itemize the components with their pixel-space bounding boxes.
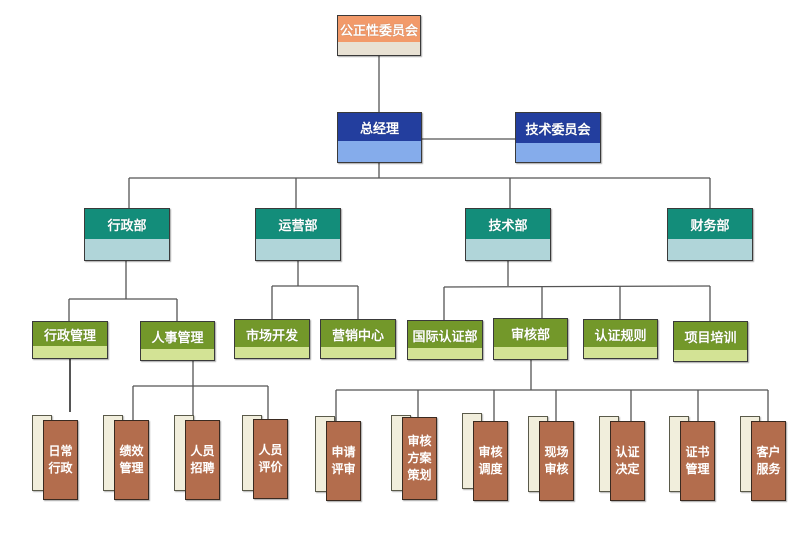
- department-box[interactable]: 财务部: [667, 208, 753, 261]
- unit-box[interactable]: 审核调度: [462, 413, 522, 501]
- department-label: 技术部: [466, 209, 550, 241]
- box-footer: [584, 347, 657, 358]
- impartiality-committee-box[interactable]: 公正性委员会: [337, 15, 421, 56]
- box-footer: [494, 347, 567, 359]
- unit-box[interactable]: 申请评审: [315, 416, 375, 501]
- section-box[interactable]: 营销中心: [320, 319, 396, 359]
- general-manager-box[interactable]: 总经理: [337, 112, 422, 163]
- unit-box[interactable]: 人员招聘: [174, 415, 234, 500]
- box-footer: [338, 141, 421, 162]
- unit-box[interactable]: 现场审核: [528, 416, 588, 501]
- unit-label: 绩效管理: [119, 444, 144, 475]
- box-footer: [33, 346, 107, 358]
- section-label: 认证规则: [584, 320, 657, 349]
- general-manager-label: 总经理: [338, 113, 421, 143]
- unit-label: 人员评价: [258, 443, 283, 474]
- section-box[interactable]: 国际认证部: [407, 320, 483, 360]
- unit-label: 日常行政: [48, 444, 73, 475]
- department-box[interactable]: 技术部: [465, 208, 551, 261]
- box-footer: [668, 239, 752, 260]
- unit-box[interactable]: 日常行政: [32, 415, 92, 500]
- box-footer: [85, 239, 169, 260]
- section-box[interactable]: 审核部: [493, 318, 568, 360]
- unit-box[interactable]: 认证决定: [599, 416, 659, 501]
- technical-committee-label: 技术委员会: [516, 113, 600, 145]
- box-footer: [674, 350, 747, 361]
- impartiality-committee-label: 公正性委员会: [338, 16, 420, 44]
- unit-label: 认证决定: [615, 445, 640, 476]
- section-label: 人事管理: [141, 322, 214, 351]
- section-box[interactable]: 行政管理: [32, 321, 108, 359]
- section-label: 行政管理: [33, 322, 107, 348]
- box-footer: [466, 239, 550, 260]
- section-box[interactable]: 市场开发: [234, 319, 310, 359]
- technical-committee-box[interactable]: 技术委员会: [515, 112, 601, 163]
- department-label: 行政部: [85, 209, 169, 241]
- department-box[interactable]: 运营部: [255, 208, 341, 261]
- unit-label: 人员招聘: [190, 444, 215, 475]
- connector: [443, 285, 711, 288]
- box-footer: [321, 347, 395, 358]
- box-footer: [235, 347, 309, 358]
- unit-label: 申请评审: [331, 445, 356, 476]
- unit-label: 证书管理: [685, 445, 710, 476]
- section-label: 国际认证部: [408, 321, 482, 350]
- section-box[interactable]: 认证规则: [583, 319, 658, 359]
- box-footer: [516, 143, 600, 162]
- box-footer: [141, 349, 214, 360]
- section-box[interactable]: 人事管理: [140, 321, 215, 361]
- section-box[interactable]: 项目培训: [673, 321, 748, 362]
- unit-box[interactable]: 绩效管理: [103, 415, 163, 500]
- box-footer: [256, 239, 340, 260]
- box-footer: [408, 348, 482, 359]
- unit-box[interactable]: 人员评价: [242, 415, 302, 500]
- department-label: 财务部: [668, 209, 752, 241]
- unit-box[interactable]: 客户服务: [740, 416, 800, 501]
- section-label: 营销中心: [321, 320, 395, 349]
- unit-box[interactable]: 审核方案策划: [391, 415, 451, 500]
- unit-box[interactable]: 证书管理: [669, 416, 729, 501]
- department-label: 运营部: [256, 209, 340, 241]
- unit-label: 客户服务: [756, 445, 781, 476]
- section-label: 市场开发: [235, 320, 309, 349]
- box-footer: [338, 42, 420, 55]
- department-box[interactable]: 行政部: [84, 208, 170, 261]
- section-label: 审核部: [494, 319, 567, 349]
- unit-label: 审核调度: [478, 445, 503, 476]
- unit-label: 现场审核: [544, 445, 569, 476]
- unit-label: 审核方案策划: [407, 434, 432, 482]
- section-label: 项目培训: [674, 322, 747, 352]
